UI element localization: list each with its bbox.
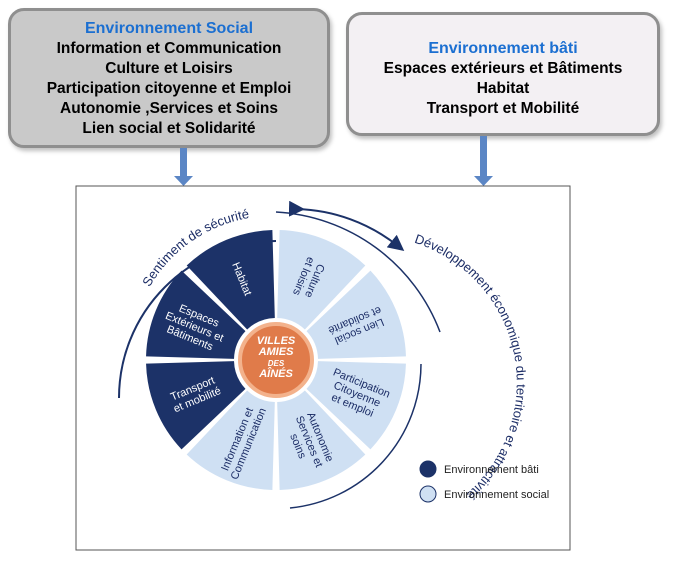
legend-swatch-bati [419,460,437,478]
social-box-line: Lien social et Solidarité [82,120,256,137]
bati-box-line: Espaces extérieurs et Bâtiments [383,60,623,77]
bati-box-title: Environnement bâti [428,40,578,57]
legend-label-bati: Environnement bâti [444,464,539,476]
social-box-line: Culture et Loisirs [105,60,233,77]
logo-badge [238,322,314,398]
wheel-segment [186,230,275,330]
social-box-line: Autonomie ,Services et Soins [60,100,278,117]
wheel-segment [146,361,246,450]
social-down-arrow [174,148,193,186]
social-box-line: Information et Communication [56,40,282,57]
wheel-segment [306,270,406,359]
built-environment-box: Environnement bâti Espaces extérieurs et… [346,12,660,136]
logo-text: VILLES [257,335,296,347]
cycle-arrow [288,200,405,251]
logo-text: DES [268,359,285,368]
bati-box-line: Transport et Mobilité [426,100,580,117]
bati-down-arrow [474,136,493,186]
wheel-segment [186,390,275,490]
legend-label-social: Environnement social [444,489,549,501]
social-box-line: Participation citoyenne et Emploi [46,80,292,97]
wheel-segment [146,270,246,359]
wheel-segment [277,230,366,330]
bati-box-line: Habitat [476,80,530,97]
wheel-segment [277,390,366,490]
wheel-segment [306,361,406,450]
legend: Environnement bâti Environnement social [419,460,549,503]
logo-text: AÎNÉS [258,367,293,380]
social-box-title: Environnement Social [84,20,254,37]
logo-text: AMIES [258,346,295,358]
social-environment-box: Environnement Social Information et Comm… [8,8,330,148]
outer-ring-arc [289,363,422,509]
legend-swatch-social [419,485,437,503]
